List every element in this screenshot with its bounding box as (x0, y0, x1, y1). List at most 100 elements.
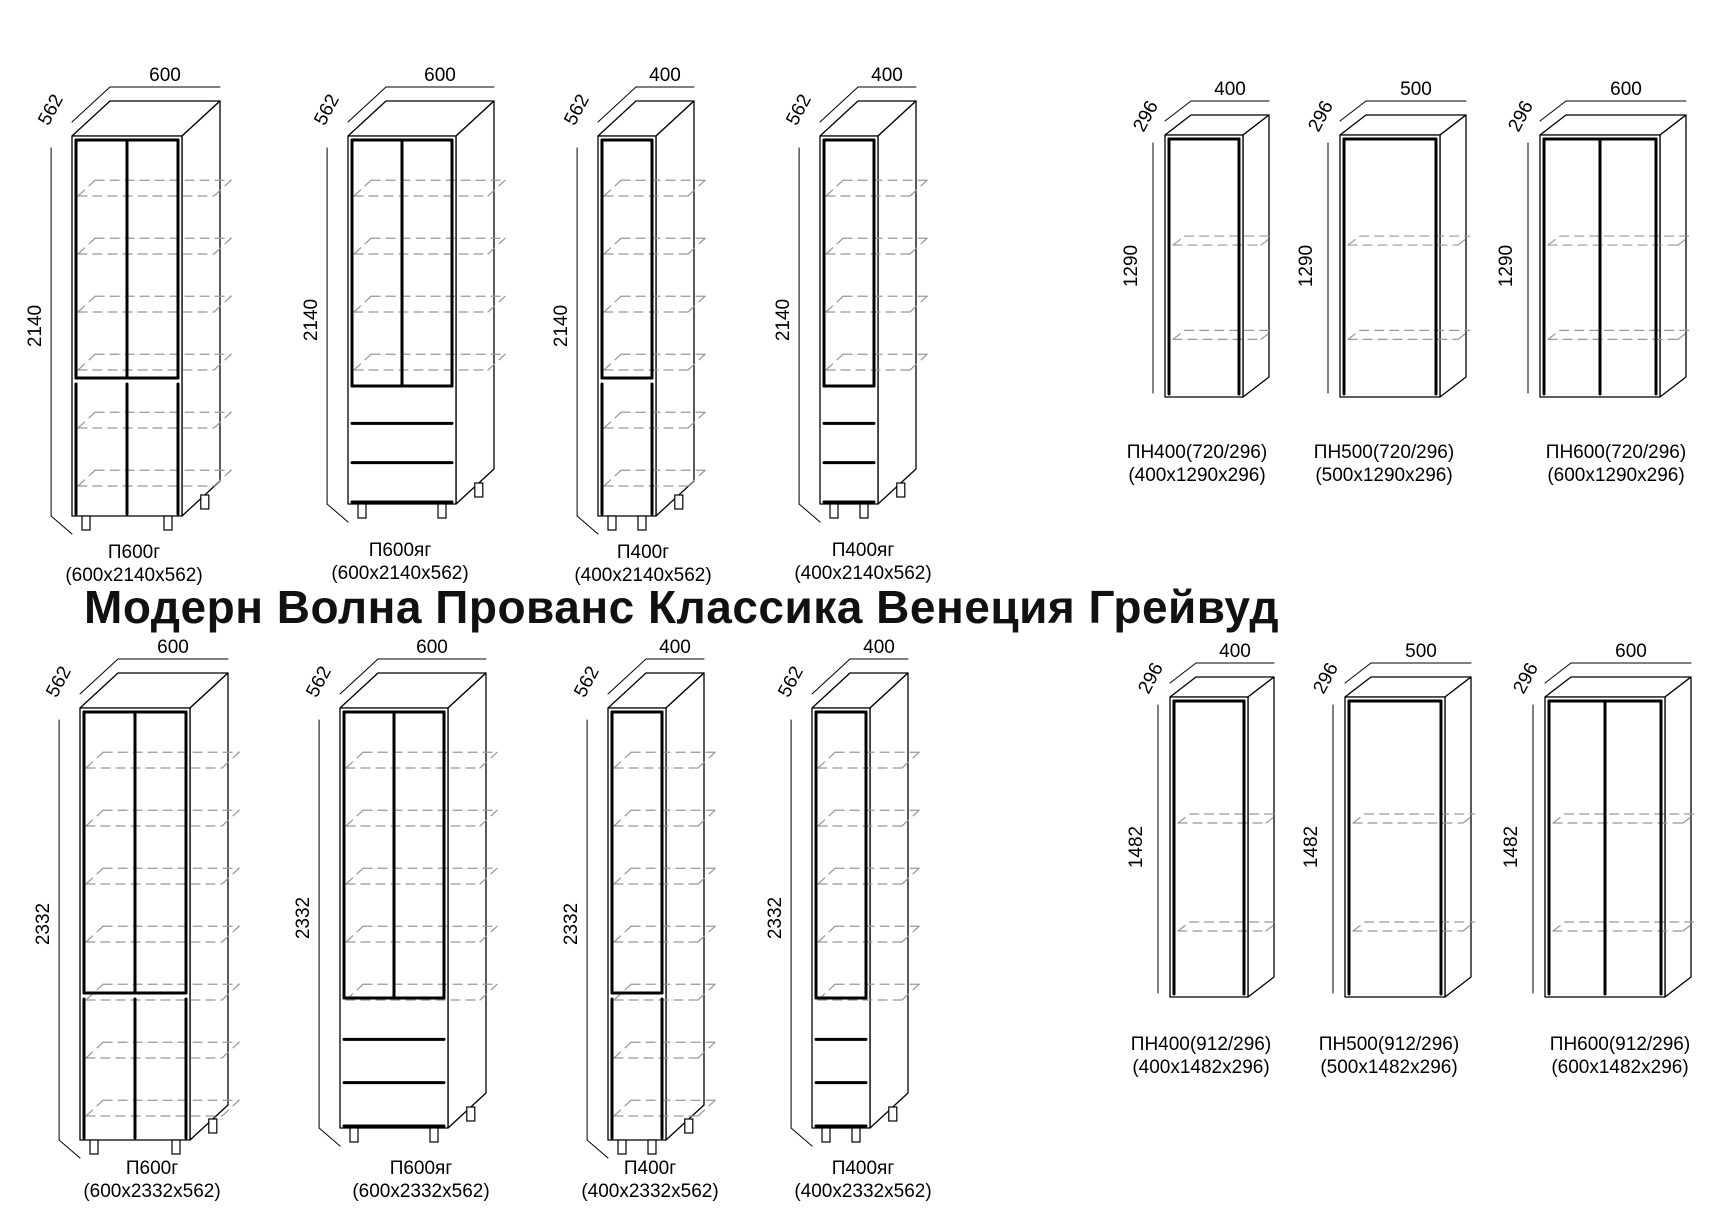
cabinet-code: П600яг (389, 1158, 453, 1179)
height-label: 2332 (293, 897, 314, 939)
caption-wall-r1-0: ПН400(720/296) (400x1290x296) (1067, 441, 1327, 487)
cabinet-dims: (500x1482x296) (1320, 1057, 1458, 1078)
depth-label: 296 (1309, 659, 1342, 697)
width-label: 400 (1219, 641, 1251, 662)
cabinet-dims: (400x2140x562) (574, 565, 712, 586)
cabinet-dims: (400x1482x296) (1132, 1057, 1270, 1078)
width-label: 400 (1214, 79, 1246, 100)
cabinet-dims: (400x1290x296) (1128, 465, 1266, 486)
wall-cabinet-r2-2: 600 296 1482 (1501, 641, 1696, 998)
cabinet-code: ПН600(720/296) (1545, 442, 1687, 463)
cabinet-dims: (600x2332x562) (352, 1181, 490, 1202)
caption-tall-r2-2: П400г (400x2332x562) (520, 1157, 780, 1203)
depth-label: 562 (302, 663, 335, 701)
tall-cabinet-r1-0: 600 562 2140 (25, 65, 232, 535)
tall-cabinet-r2-3: 400 562 2332 (765, 637, 920, 1147)
wall-cabinet-r2-1: 500 296 1482 (1301, 641, 1476, 998)
depth-label: 562 (42, 663, 75, 701)
cabinet-code: ПН500(912/296) (1318, 1034, 1460, 1055)
cabinet-code: П600г (107, 542, 161, 563)
width-label: 400 (649, 65, 681, 86)
caption-tall-r2-1: П600яг (600x2332x562) (291, 1157, 551, 1203)
depth-label: 562 (34, 91, 67, 129)
width-label: 600 (416, 637, 448, 658)
depth-label: 562 (782, 91, 815, 129)
caption-tall-r1-3: П400яг (400x2140x562) (733, 539, 993, 585)
height-label: 2332 (561, 903, 582, 945)
cabinet-code: ПН500(720/296) (1313, 442, 1455, 463)
cabinet-dims: (600x1290x296) (1547, 465, 1685, 486)
depth-label: 562 (570, 663, 603, 701)
cabinet-dims: (600x1482x296) (1551, 1057, 1689, 1078)
cabinet-code: ПН400(720/296) (1126, 442, 1268, 463)
caption-tall-r1-0: П600г (600x2140x562) (4, 541, 264, 587)
cabinet-code: П400г (616, 542, 670, 563)
caption-wall-r1-2: ПН600(720/296) (600x1290x296) (1486, 441, 1727, 487)
cabinet-dims: (400x2332x562) (581, 1181, 719, 1202)
width-label: 500 (1400, 79, 1432, 100)
height-label: 1290 (1296, 245, 1317, 287)
depth-label: 296 (1304, 97, 1337, 135)
caption-tall-r2-3: П400яг (400x2332x562) (733, 1157, 993, 1203)
height-label: 2332 (765, 897, 786, 939)
tall-cabinet-r2-2: 400 562 2332 (561, 637, 716, 1159)
depth-label: 562 (774, 663, 807, 701)
depth-label: 296 (1134, 659, 1167, 697)
cabinet-dims: (600x2332x562) (83, 1181, 221, 1202)
cabinet-dims: (400x2140x562) (794, 563, 932, 584)
cabinet-dims: (400x2332x562) (794, 1181, 932, 1202)
depth-label: 296 (1129, 97, 1162, 135)
wall-cabinet-r2-0: 400 296 1482 (1126, 641, 1279, 998)
height-label: 1482 (1301, 826, 1322, 868)
cabinet-code: П400г (623, 1158, 677, 1179)
depth-label: 562 (560, 91, 593, 129)
caption-tall-r2-0: П600г (600x2332x562) (22, 1157, 282, 1203)
tall-cabinet-r1-2: 400 562 2140 (551, 65, 706, 535)
cabinet-code: ПН400(912/296) (1130, 1034, 1272, 1055)
caption-wall-r2-1: ПН500(912/296) (500x1482x296) (1259, 1033, 1519, 1079)
width-label: 400 (871, 65, 903, 86)
height-label: 1482 (1501, 826, 1522, 868)
height-label: 1290 (1496, 245, 1517, 287)
wall-cabinet-r1-2: 600 296 1290 (1496, 79, 1691, 398)
cabinet-dims: (500x1290x296) (1315, 465, 1453, 486)
depth-label: 296 (1504, 97, 1537, 135)
width-label: 600 (157, 637, 189, 658)
wall-cabinet-r1-1: 500 296 1290 (1296, 79, 1471, 398)
width-label: 400 (659, 637, 691, 658)
height-label: 1482 (1126, 826, 1147, 868)
height-label: 1290 (1121, 245, 1142, 287)
width-label: 500 (1405, 641, 1437, 662)
tall-cabinet-r1-1: 600 562 2140 (301, 65, 506, 523)
cabinet-code: П400яг (831, 1158, 895, 1179)
tall-cabinet-r2-0: 600 562 2332 (33, 637, 240, 1159)
caption-wall-r2-2: ПН600(912/296) (600x1482x296) (1490, 1033, 1727, 1079)
cabinet-code: П600г (125, 1158, 179, 1179)
width-label: 600 (424, 65, 456, 86)
width-label: 400 (863, 637, 895, 658)
cabinet-code: П400яг (831, 540, 895, 561)
width-label: 600 (1610, 79, 1642, 100)
depth-label: 296 (1509, 659, 1542, 697)
caption-tall-r1-2: П400г (400x2140x562) (513, 541, 773, 587)
wall-cabinet-r1-0: 400 296 1290 (1121, 79, 1274, 398)
height-label: 2332 (33, 903, 54, 945)
height-label: 2140 (301, 299, 322, 341)
page-title: Модерн Волна Прованс Классика Венеция Гр… (84, 581, 1280, 633)
height-label: 2140 (25, 305, 46, 347)
caption-wall-r2-0: ПН400(912/296) (400x1482x296) (1071, 1033, 1331, 1079)
depth-label: 562 (310, 91, 343, 129)
cabinet-code: ПН600(912/296) (1549, 1034, 1691, 1055)
caption-tall-r1-1: П600яг (600x2140x562) (270, 539, 530, 585)
cabinet-dims: (600x2140x562) (331, 563, 469, 584)
width-label: 600 (149, 65, 181, 86)
caption-wall-r1-1: ПН500(720/296) (500x1290x296) (1254, 441, 1514, 487)
width-label: 600 (1615, 641, 1647, 662)
cabinet-code: П600яг (368, 540, 432, 561)
tall-cabinet-r1-3: 400 562 2140 (773, 65, 928, 523)
height-label: 2140 (551, 305, 572, 347)
tall-cabinet-r2-1: 600 562 2332 (293, 637, 498, 1147)
cabinet-dims: (600x2140x562) (65, 565, 203, 586)
height-label: 2140 (773, 299, 794, 341)
